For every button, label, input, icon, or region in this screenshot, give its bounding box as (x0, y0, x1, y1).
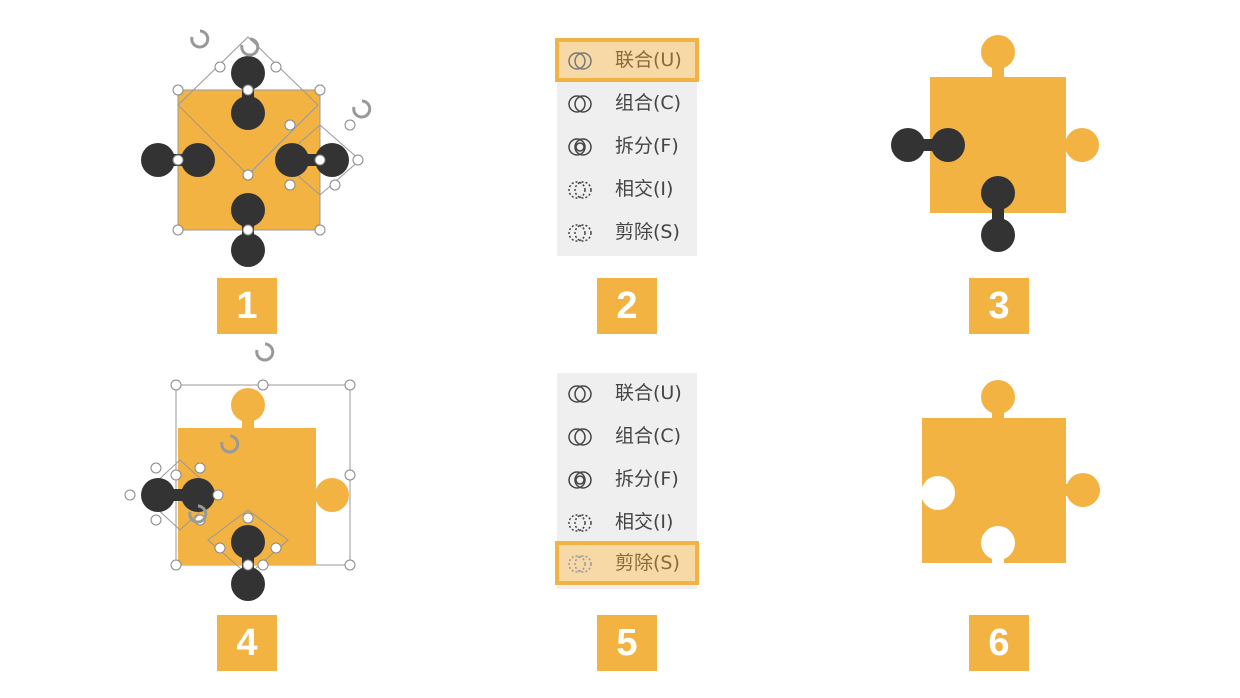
panel-4-selected-shapes[interactable] (120, 340, 380, 620)
menu-item-combine[interactable]: 组合(C) (557, 416, 697, 456)
fragment-icon (568, 471, 592, 489)
menu-item-union[interactable]: 联合(U) (557, 373, 697, 413)
panel-3-union-result (891, 35, 1099, 252)
intersect-icon (568, 181, 592, 199)
step-badge-5: 5 (597, 615, 657, 671)
step-badge-1: 1 (217, 278, 277, 334)
menu-label-fragment: 拆分(F) (615, 135, 679, 157)
rotate-icons (190, 29, 372, 119)
menu-label-fragment: 拆分(F) (615, 468, 679, 490)
menu-label-combine: 组合(C) (615, 425, 682, 447)
merge-shapes-menu-bottom: 联合(U) 组合(C) 拆分(F) 相交(I) 剪除(S) (555, 373, 699, 589)
menu-item-intersect[interactable]: 相交(I) (557, 169, 697, 209)
menu-label-intersect: 相交(I) (615, 511, 674, 533)
menu-item-fragment[interactable]: 拆分(F) (557, 126, 697, 166)
selection-handles (172, 61, 364, 236)
menu-label-combine: 组合(C) (615, 92, 682, 114)
subtract-icon (568, 224, 592, 242)
intersect-icon (568, 514, 592, 532)
panel-1-selected-shapes[interactable] (120, 25, 380, 305)
combine-icon (568, 95, 592, 113)
menu-item-combine[interactable]: 组合(C) (557, 83, 697, 123)
menu-item-intersect[interactable]: 相交(I) (557, 502, 697, 542)
union-icon (568, 52, 592, 70)
fragment-icon (568, 138, 592, 156)
step-badge-4: 4 (217, 615, 277, 671)
menu-label-subtract: 剪除(S) (615, 552, 680, 574)
combine-icon (568, 428, 592, 446)
menu-label-subtract: 剪除(S) (615, 221, 680, 243)
union-icon (568, 385, 592, 403)
menu-item-subtract[interactable]: 剪除(S) (555, 541, 699, 585)
menu-item-fragment[interactable]: 拆分(F) (557, 459, 697, 499)
menu-label-intersect: 相交(I) (615, 178, 674, 200)
step-badge-3: 3 (969, 278, 1029, 334)
menu-label-union: 联合(U) (615, 49, 682, 71)
menu-item-union[interactable]: 联合(U) (555, 38, 699, 82)
panel-6-subtract-result (916, 380, 1100, 567)
merge-shapes-menu-top: 联合(U) 组合(C) 拆分(F) 相交(I) 剪除(S) (555, 38, 699, 256)
subtract-icon (568, 555, 592, 573)
step-badge-2: 2 (597, 278, 657, 334)
step-badge-6: 6 (969, 615, 1029, 671)
menu-item-subtract[interactable]: 剪除(S) (557, 212, 697, 252)
menu-label-union: 联合(U) (615, 382, 682, 404)
